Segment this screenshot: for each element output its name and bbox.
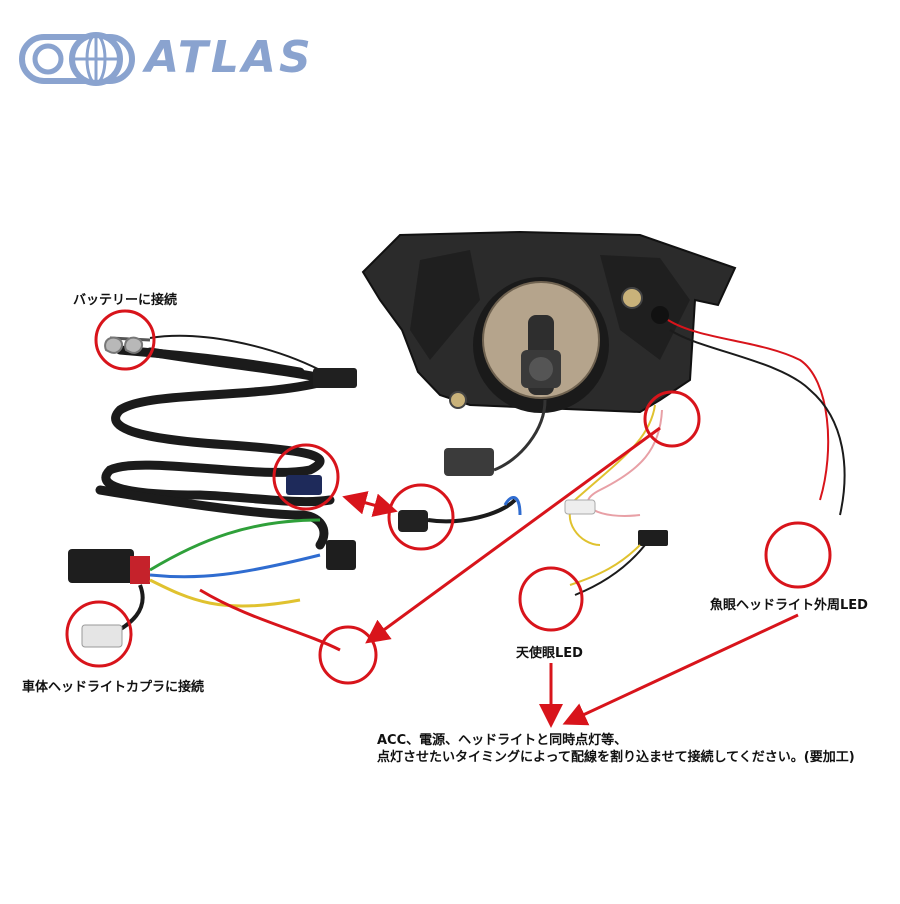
highlight-battery-terminal (94, 309, 156, 371)
bulb-connector (398, 510, 428, 532)
red-connector (130, 556, 150, 584)
angel-eye-connector (638, 530, 668, 546)
arrow-to-coupler-end (365, 426, 661, 644)
highlight-bulb-connector (387, 483, 455, 551)
highlight-angel-eye-led (518, 566, 584, 632)
highlight-fisheye-led (764, 521, 832, 589)
hid-connector (286, 475, 322, 495)
thin-wire (149, 334, 321, 371)
connector-block (326, 540, 356, 570)
arrow-fisheye-down (562, 613, 799, 726)
battery-terminal-icon (104, 336, 124, 354)
battery-terminal-icon (124, 336, 144, 354)
note-line-1: ACC、電源、ヘッドライトと同時点灯等、 (377, 733, 628, 748)
relay-box (68, 549, 134, 583)
battery-label: バッテリーに接続 (73, 293, 178, 308)
ballast-module (444, 448, 494, 476)
brand-name: ATLAS (145, 32, 314, 83)
fisheye-led-label: 魚眼ヘッドライト外周LED (710, 598, 868, 613)
double-arrow-connectors (342, 491, 398, 517)
highlight-hid-connector (272, 443, 340, 511)
wiring-instruction-note: ACC、電源、ヘッドライトと同時点灯等、 点灯させたいタイミングによって配線を割… (377, 732, 855, 766)
vehicle-coupler-label: 車体ヘッドライトカプラに接続 (22, 680, 205, 695)
angel-eye-led-label: 天使眼LED (516, 646, 583, 661)
screw-icon (449, 391, 467, 409)
highlight-vehicle-coupler (65, 600, 133, 668)
note-line-2: 点灯させたいタイミングによって配線を割り込ませて接続してください。(要加工) (377, 750, 855, 765)
screw-icon (621, 287, 643, 309)
vehicle-coupler-plug (81, 624, 123, 648)
headlight-housing (361, 230, 737, 414)
atlas-logo-icon (19, 32, 135, 86)
inline-fuse (564, 499, 596, 515)
highlight-coupler-end (318, 625, 378, 685)
highlight-harness-split (643, 390, 701, 448)
fuse-holder (313, 368, 357, 388)
